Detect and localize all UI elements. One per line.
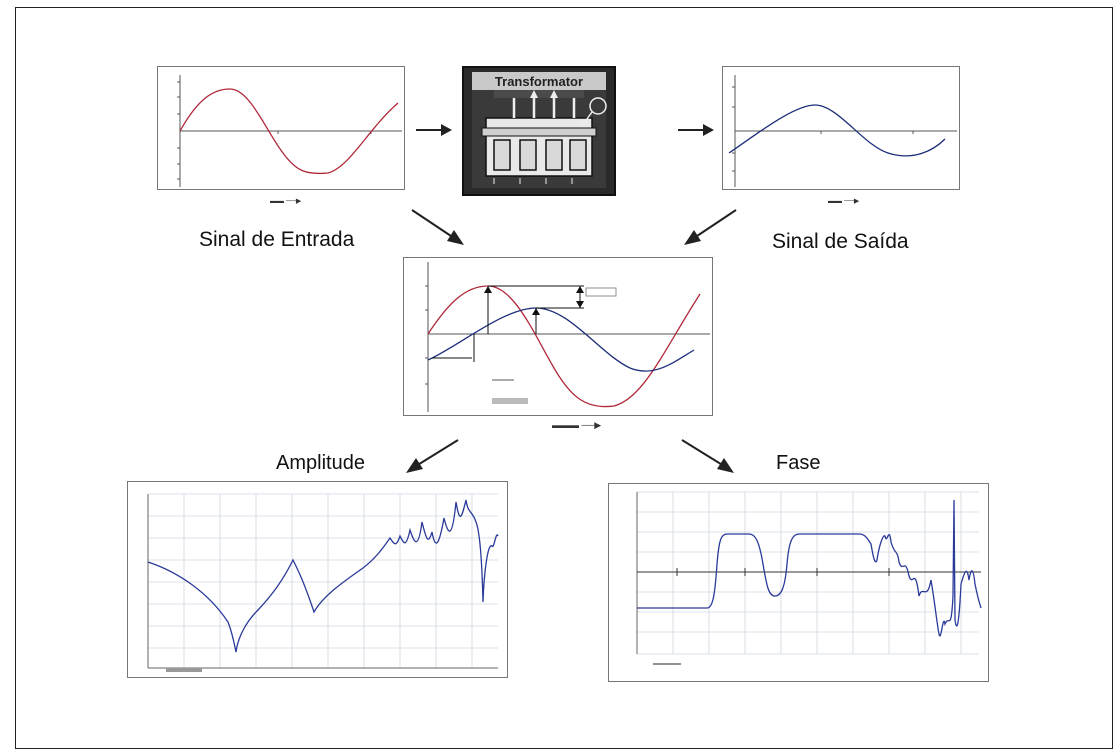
phase-plot [608,483,989,682]
transformer-image: Transformator [462,66,616,196]
comparison-plot [403,257,713,416]
amplitude-curve [147,499,499,653]
input-signal-svg [177,75,402,187]
phase-curve [637,499,982,637]
transformer-title: Transformator [494,74,584,89]
input-signal-plot [157,66,405,190]
amplitude-label: Amplitude [276,452,365,474]
arrow-down-right-icon [681,439,734,473]
transformer-icon [472,72,607,188]
amplitude-svg [147,493,499,672]
input-xaxis-tag: ▬▬ ──▶ [270,198,302,205]
amplitude-plot [127,481,508,678]
phase-label: Fase [776,452,821,474]
comparison-svg [425,262,710,412]
arrow-down-right-icon [411,209,464,245]
output-wave [728,104,946,157]
input-wave [179,88,399,175]
phase-svg [636,491,982,665]
comparison-output-wave [427,307,695,372]
input-signal-label: Sinal de Entrada [199,228,355,251]
figure-frame [15,7,1113,749]
output-signal-svg [728,75,957,187]
arrow-down-left-icon [406,439,459,473]
output-signal-label: Sinal de Saída [772,230,909,253]
comparison-xaxis-tag: ▬▬▬ ──▶ [552,420,602,430]
output-xaxis-tag: ▬▬ ──▶ [828,198,860,205]
output-signal-plot [722,66,960,190]
comparison-input-wave [427,285,701,408]
arrow-down-left-icon [684,209,737,245]
arrow-right-icon [416,124,452,136]
arrow-right-icon [678,124,714,136]
